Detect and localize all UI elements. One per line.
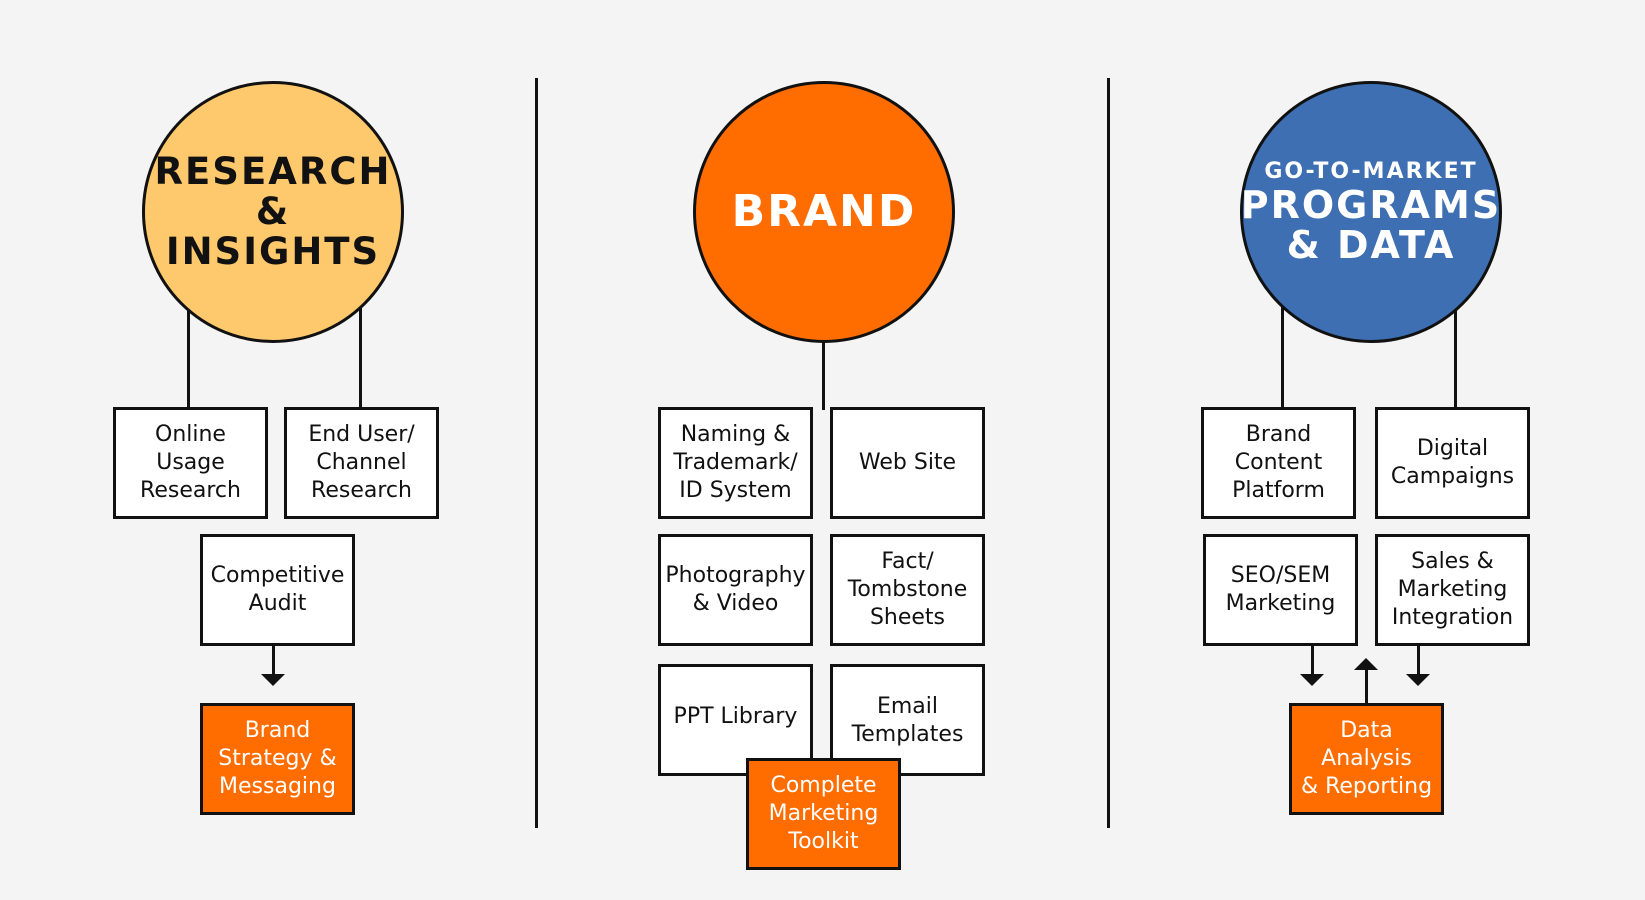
digital-campaigns-box: Digital Campaigns: [1375, 407, 1530, 519]
arrow-shaft-research: [272, 646, 275, 674]
ppt-library-box: PPT Library: [658, 664, 813, 776]
arrow-shaft-gtm-right: [1417, 646, 1420, 674]
research-title-line1: RESEARCH: [154, 150, 392, 193]
brand-title: BRAND: [731, 186, 917, 237]
photography-video-box: Photography & Video: [658, 534, 813, 646]
gtm-title-small: GO-TO-MARKET: [1264, 159, 1478, 184]
competitive-audit-box: Competitive Audit: [200, 534, 355, 646]
end-user-channel-research-box: End User/ Channel Research: [284, 407, 439, 519]
data-analysis-reporting-box: Data Analysis & Reporting: [1289, 703, 1444, 815]
web-site-box: Web Site: [830, 407, 985, 519]
brand-circle: BRAND: [693, 81, 955, 343]
naming-trademark-box: Naming & Trademark/ ID System: [658, 407, 813, 519]
column-divider-left: [535, 78, 538, 828]
arrow-up-icon: [1354, 658, 1378, 670]
gtm-title-line2: & DATA: [1286, 223, 1456, 267]
online-usage-research-box: Online Usage Research: [113, 407, 268, 519]
gtm-programs-data-circle: GO-TO-MARKET PROGRAMS & DATA: [1240, 81, 1502, 343]
arrow-down-icon: [1300, 674, 1324, 686]
arrow-down-icon: [261, 674, 285, 686]
connector-brand: [822, 338, 825, 410]
arrow-shaft-gtm-center: [1365, 670, 1368, 703]
sales-marketing-integration-box: Sales & Marketing Integration: [1375, 534, 1530, 646]
fact-tombstone-sheets-box: Fact/ Tombstone Sheets: [830, 534, 985, 646]
research-insights-circle: RESEARCH & INSIGHTS: [142, 81, 404, 343]
research-title-line2: & INSIGHTS: [165, 190, 381, 273]
gtm-title-line1: PROGRAMS: [1240, 183, 1502, 227]
arrow-down-icon: [1406, 674, 1430, 686]
connector-research-left: [187, 300, 190, 408]
seo-sem-marketing-box: SEO/SEM Marketing: [1203, 534, 1358, 646]
connector-gtm-left: [1281, 300, 1284, 408]
brand-strategy-messaging-box: Brand Strategy & Messaging: [200, 703, 355, 815]
arrow-shaft-gtm-left: [1311, 646, 1314, 674]
brand-content-platform-box: Brand Content Platform: [1201, 407, 1356, 519]
connector-research-right: [359, 300, 362, 408]
column-divider-right: [1107, 78, 1110, 828]
connector-gtm-right: [1454, 300, 1457, 408]
email-templates-box: Email Templates: [830, 664, 985, 776]
complete-marketing-toolkit-box: Complete Marketing Toolkit: [746, 758, 901, 870]
